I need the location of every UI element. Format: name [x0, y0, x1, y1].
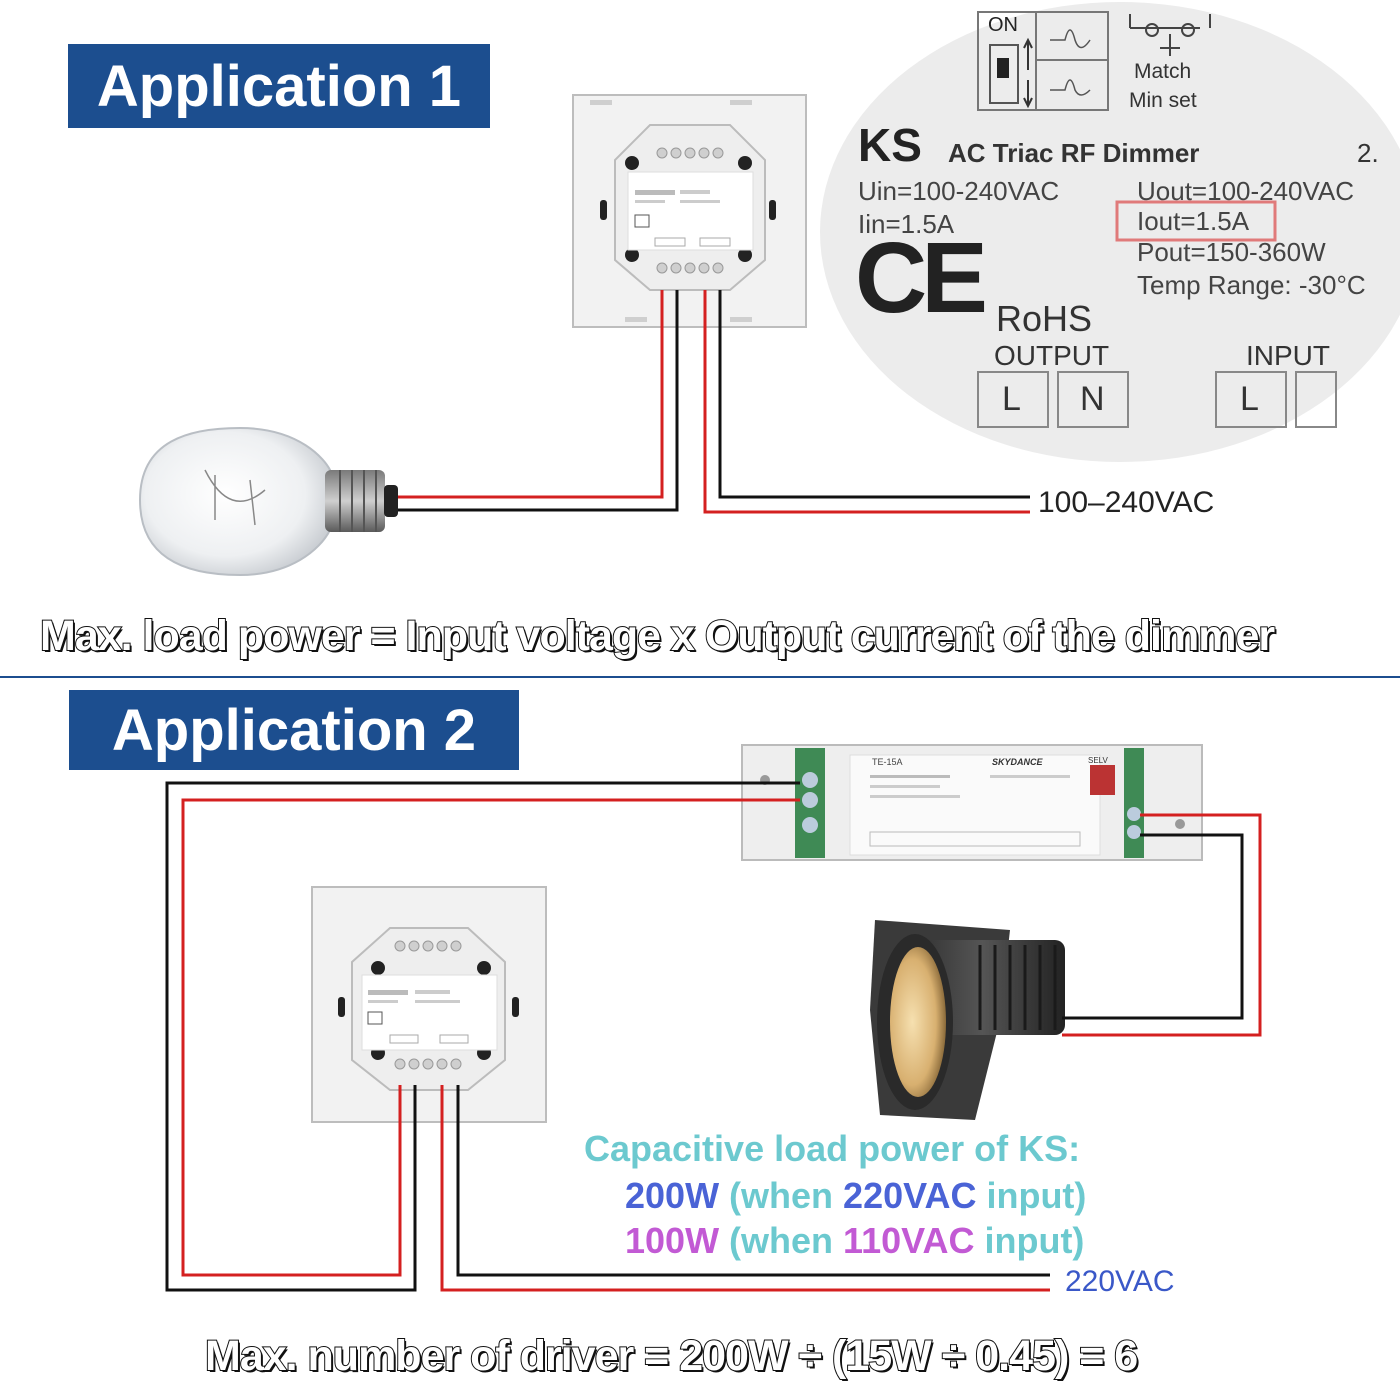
wires-app1 [395, 290, 1030, 514]
line2-close: input) [974, 1220, 1085, 1261]
driver-selv-label: SELV [1088, 756, 1108, 765]
line1-power: 200W [625, 1175, 720, 1216]
iin-spec: Iin=1.5A [858, 209, 955, 239]
app1-voltage-label: 100–240VAC [1038, 486, 1215, 519]
light-bulb [138, 426, 398, 577]
driver-model-label: TE-15A [872, 757, 903, 767]
led-downlight [870, 920, 1065, 1120]
capacitive-line-220: 200W (when 220VAC input) [625, 1175, 1086, 1217]
switch-on-label: ON [988, 14, 1018, 36]
terminal-l-input: L [1240, 380, 1259, 418]
iout-spec: Iout=1.5A [1137, 206, 1250, 236]
input-label: INPUT [1246, 340, 1330, 371]
application-2-title: Application 2 [69, 690, 519, 770]
ce-mark: CE [855, 222, 988, 334]
driver-brand-label: SKYDANCE [992, 757, 1043, 767]
zoom-circle [820, 2, 1400, 462]
brand-label: KS [858, 119, 922, 171]
min-set-label: Min set [1129, 89, 1197, 112]
line1-close: input) [976, 1175, 1087, 1216]
line2-volt: 110VAC [843, 1220, 975, 1261]
wires-app2 [165, 781, 1262, 1292]
iout-highlight-box [1115, 200, 1277, 242]
match-label: Match [1134, 60, 1192, 83]
uout-spec: Uout=100-240VAC [1137, 176, 1355, 206]
line2-power: 100W [625, 1220, 720, 1261]
led-driver [741, 744, 1203, 861]
line2-open: (when [719, 1220, 844, 1261]
uin-spec: Uin=100-240VAC [858, 176, 1060, 206]
wall-plate-1 [572, 94, 807, 328]
line1-open: (when [719, 1175, 844, 1216]
line1-volt: 220VAC [843, 1175, 977, 1216]
terminal-n-output: N [1080, 380, 1105, 418]
output-label: OUTPUT [994, 340, 1110, 371]
capacitive-load-title: Capacitive load power of KS: [584, 1128, 1081, 1169]
cut-digit-label: 2. [1357, 138, 1379, 168]
rohs-label: RoHS [996, 298, 1093, 339]
wall-plate-2 [311, 886, 547, 1123]
app2-formula: Max. number of driver = 200W ÷ (15W ÷ 0.… [204, 1331, 1139, 1381]
pout-spec: Pout=150-360W [1137, 237, 1326, 267]
product-label: AC Triac RF Dimmer [948, 138, 1200, 168]
app1-formula: Max. load power = Input voltage x Output… [39, 611, 1276, 661]
app2-voltage-label: 220VAC [1065, 1265, 1175, 1298]
application-1-title: Application 1 [68, 44, 490, 128]
capacitive-line-110: 100W (when 110VAC input) [625, 1220, 1084, 1262]
terminal-l-output: L [1002, 380, 1021, 418]
temp-spec: Temp Range: -30°C [1137, 270, 1366, 300]
